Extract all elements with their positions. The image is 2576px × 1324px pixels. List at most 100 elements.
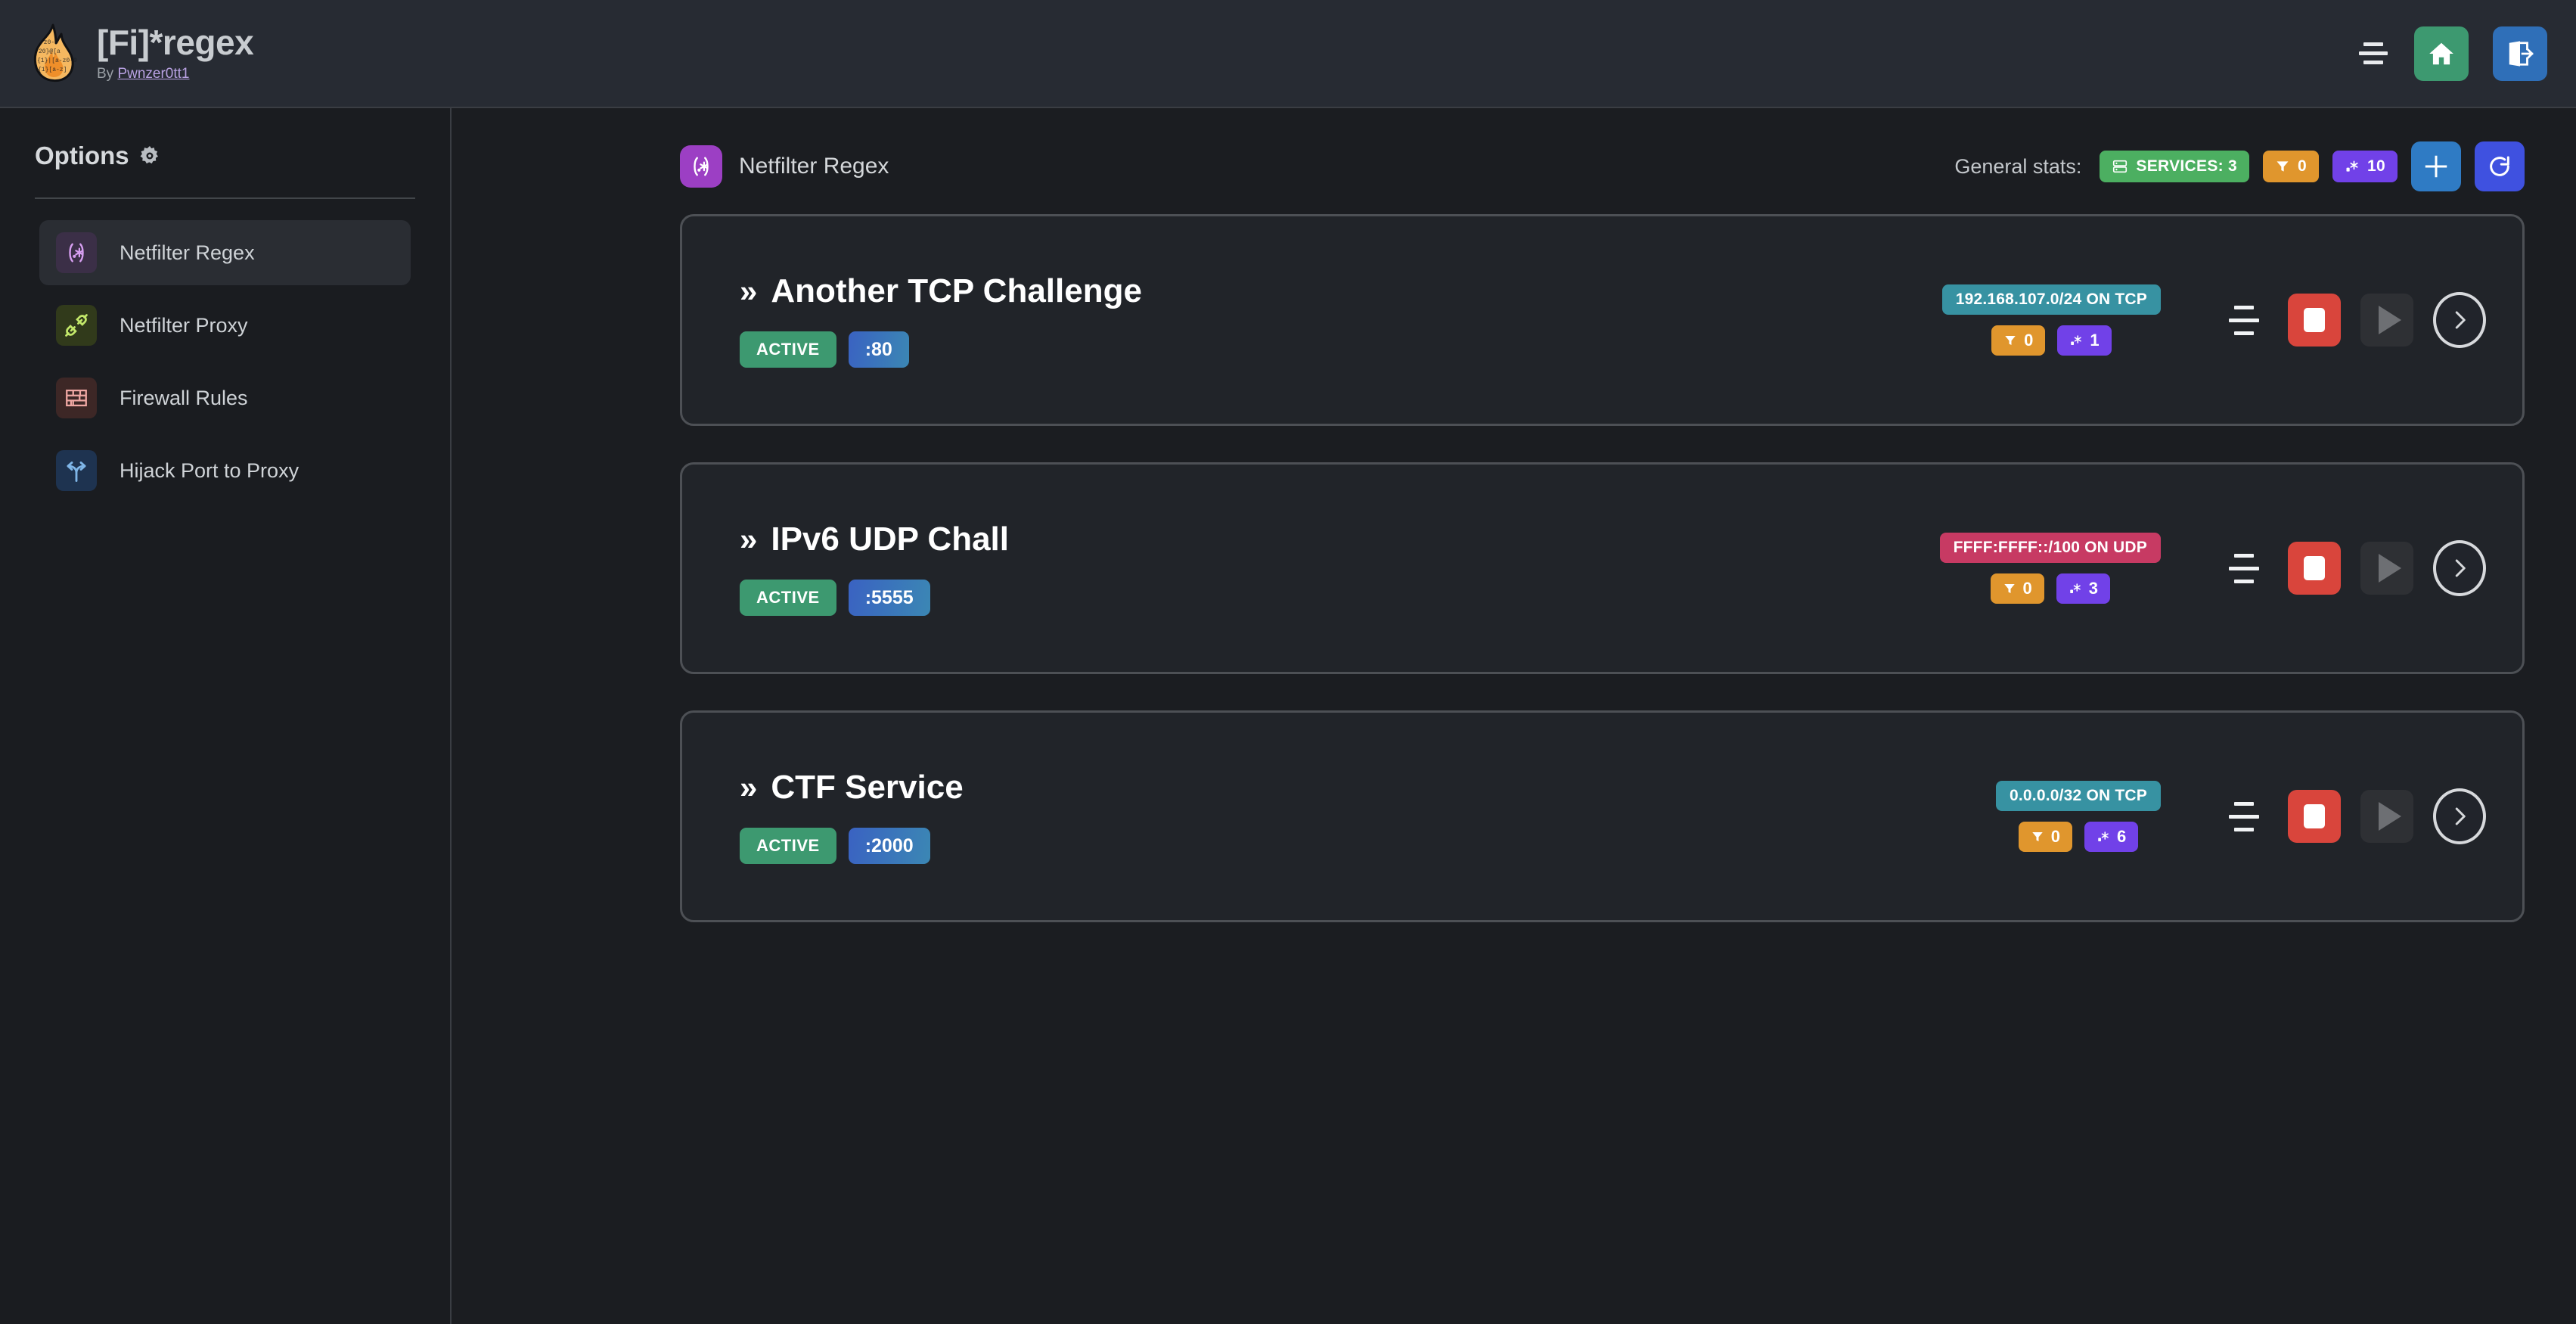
status-badge: ACTIVE [740,828,836,864]
home-button[interactable] [2414,26,2469,81]
add-service-button[interactable] [2411,141,2461,191]
sidebar-item-label: Netfilter Proxy [119,313,248,337]
sidebar-divider [35,197,415,199]
regex-dot-icon [2346,160,2358,172]
service-card[interactable]: » IPv6 UDP Chall ACTIVE :5555 FFFF:FFFF:… [680,462,2525,674]
play-icon [2378,554,2401,583]
chevron-right-icon [2455,559,2466,577]
service-details-button[interactable] [2433,788,2486,844]
brick-wall-icon [56,378,97,418]
stop-button[interactable] [2288,542,2341,595]
network-badge: 0.0.0.0/32 ON TCP [1996,781,2161,811]
regex-count-value: 6 [2117,827,2127,846]
regex-count-value: 1 [2090,331,2100,350]
service-title-row: » IPv6 UDP Chall [740,521,1009,558]
regex-count-badge: 3 [2056,573,2111,604]
network-badge: FFFF:FFFF::/100 ON UDP [1939,533,2161,563]
service-title-row: » Another TCP Challenge [740,272,1142,310]
port-badge: :80 [848,331,909,368]
regex-dot-icon [2098,831,2109,841]
fork-arrow-icon [56,450,97,491]
stat-badge-filters-text: 0 [2298,157,2308,175]
regex-count-badge: 1 [2057,325,2112,356]
play-button[interactable] [2360,790,2413,843]
service-menu-icon[interactable] [2221,790,2267,843]
service-name: Another TCP Challenge [771,272,1142,309]
regex-count-value: 3 [2088,579,2099,598]
stat-badge-regexes-text: 10 [2367,157,2385,175]
service-tag-row: ACTIVE :2000 [740,828,964,864]
filter-count-value: 0 [2024,331,2034,350]
main-header-row: Netfilter Regex General stats: SERVICES:… [453,108,2576,191]
general-stats-label: General stats: [1954,154,2082,178]
svg-text:20}@[a: 20}@[a [39,48,61,55]
brand-block: -z0-9 20}@[a {1}|[a-z0-9] {1}[a-z] [Fi]*… [0,22,254,84]
double-chevron-icon: » [740,521,757,557]
service-counts-row: 0 1 [1991,325,2112,356]
service-counts-row: 0 6 [2018,822,2139,852]
svg-text:{1}|[a-z0-9]: {1}|[a-z0-9] [37,57,77,64]
sidebar-title: Options [35,141,129,169]
top-actions [2357,26,2576,81]
service-name: CTF Service [771,769,964,806]
chevron-right-icon [2455,311,2466,329]
filter-icon [2277,161,2289,172]
service-card-info: » IPv6 UDP Chall ACTIVE :5555 [740,521,1009,616]
service-network-block: 0.0.0.0/32 ON TCP 0 6 [1996,781,2161,852]
regex-icon [56,232,97,273]
home-icon [2429,42,2453,64]
sidebar-nav-list: Netfilter Regex Netfilter Proxy Fire [0,220,450,503]
filter-icon [2005,336,2016,345]
sidebar-item-label: Netfilter Regex [119,241,255,264]
page-title: Netfilter Regex [739,154,889,179]
filter-count-badge: 0 [1990,573,2044,604]
sidebar-item-hijack-port-to-proxy[interactable]: Hijack Port to Proxy [39,438,411,503]
service-card[interactable]: » CTF Service ACTIVE :2000 0.0.0.0/32 ON… [680,710,2525,922]
service-details-button[interactable] [2433,292,2486,348]
stop-button[interactable] [2288,790,2341,843]
svg-text:-z0-9: -z0-9 [40,39,58,46]
sidebar: Options Netfilter Regex [0,108,452,1324]
service-card-info: » CTF Service ACTIVE :2000 [740,769,964,864]
service-card-controls: FFFF:FFFF::/100 ON UDP 0 3 [1939,533,2486,604]
play-button[interactable] [2360,542,2413,595]
gear-icon [140,146,158,164]
brand-text: [Fi]*regex By Pwnzer0tt1 [97,22,254,82]
service-tag-row: ACTIVE :80 [740,331,1142,368]
sidebar-item-netfilter-proxy[interactable]: Netfilter Proxy [39,293,411,358]
sidebar-item-firewall-rules[interactable]: Firewall Rules [39,365,411,430]
service-menu-icon[interactable] [2221,294,2267,347]
stat-badge-services-text: SERVICES: 3 [2136,157,2238,175]
port-badge: :5555 [848,580,930,616]
service-card-controls: 192.168.107.0/24 ON TCP 0 1 [1941,284,2486,356]
service-menu-icon[interactable] [2221,542,2267,595]
service-card-controls: 0.0.0.0/32 ON TCP 0 6 [1996,781,2486,852]
by-prefix: By [97,66,118,82]
service-details-button[interactable] [2433,540,2486,596]
logout-button[interactable] [2493,26,2547,81]
filter-icon [2032,832,2043,841]
stop-icon [2304,308,2325,332]
play-button[interactable] [2360,294,2413,347]
author-link[interactable]: Pwnzer0tt1 [117,66,190,82]
status-badge: ACTIVE [740,331,836,368]
refresh-button[interactable] [2475,141,2525,191]
sidebar-item-label: Firewall Rules [119,386,248,409]
chevron-right-icon [2455,807,2466,825]
filter-count-badge: 0 [1991,325,2046,356]
service-card[interactable]: » Another TCP Challenge ACTIVE :80 192.1… [680,214,2525,426]
stat-badge-services: SERVICES: 3 [2100,151,2250,182]
filter-count-value: 0 [2050,827,2060,846]
service-counts-row: 0 3 [1990,573,2111,604]
regex-icon [680,145,722,188]
top-header-bar: -z0-9 20}@[a {1}|[a-z0-9] {1}[a-z] [Fi]*… [0,0,2576,108]
sidebar-item-label: Hijack Port to Proxy [119,458,299,482]
network-badge: 192.168.107.0/24 ON TCP [1941,284,2161,315]
app-title: [Fi]*regex [97,22,254,62]
sidebar-item-netfilter-regex[interactable]: Netfilter Regex [39,220,411,285]
stop-icon [2304,556,2325,580]
logout-icon [2509,40,2534,67]
hamburger-icon[interactable] [2357,41,2390,67]
filter-count-value: 0 [2022,579,2032,598]
stop-button[interactable] [2288,294,2341,347]
